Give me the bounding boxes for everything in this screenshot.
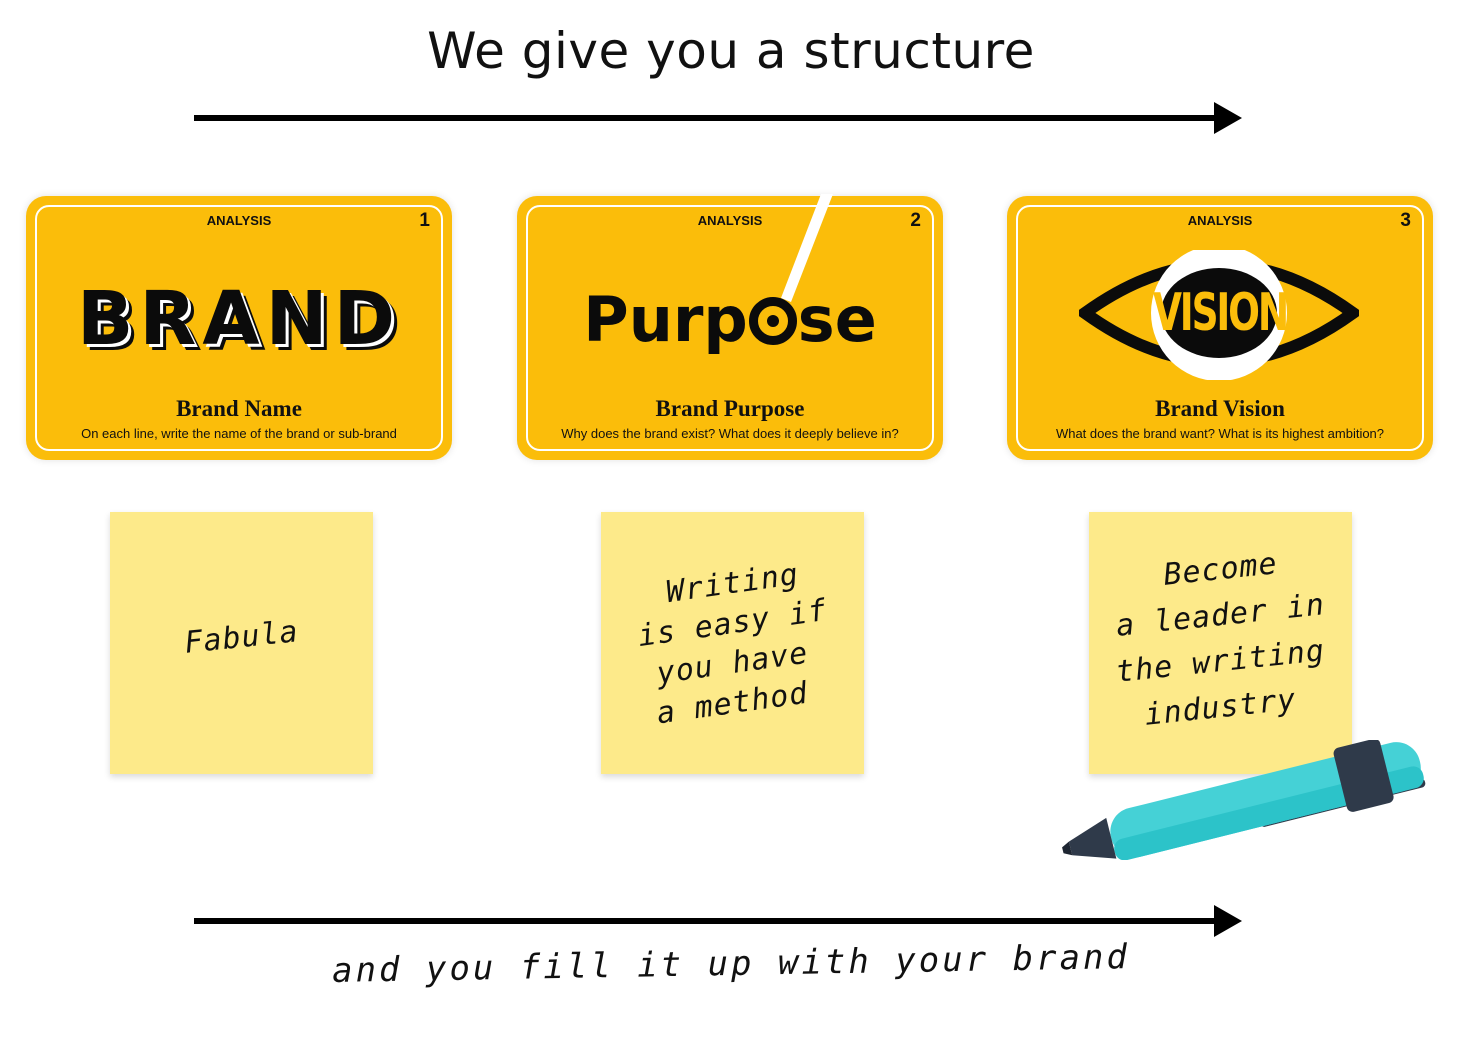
purpose-logo-start: Purp [583, 283, 748, 356]
card-number: 2 [910, 210, 921, 231]
eye-icon [1079, 250, 1359, 380]
card-frame [1016, 205, 1424, 451]
card-frame [526, 205, 934, 451]
bottom-arrow-shaft [194, 918, 1218, 924]
card-title: Brand Name [176, 396, 302, 421]
card-description: What does the brand want? What is its hi… [1055, 426, 1385, 441]
arrow-right-icon [1214, 102, 1242, 134]
light-beam-icon [781, 194, 833, 302]
marker-pen-icon [1062, 740, 1426, 860]
card-frame [35, 205, 443, 451]
card-brand-name: ANALYSIS 1 BRAND BRAND BRAND Brand Name … [26, 196, 452, 460]
brand-logo-text: BRAND [76, 276, 401, 362]
card-title: Brand Purpose [655, 396, 805, 421]
headline: We give you a structure [427, 22, 1035, 80]
top-arrow-shaft [194, 115, 1218, 121]
footer-caption: and you fill it up with your brand [331, 937, 1131, 991]
card-title: Brand Vision [1155, 396, 1285, 421]
brand-logo-shadow: BRAND [82, 282, 407, 368]
vision-logo-text: VISION [1152, 283, 1289, 343]
card-brand-vision: ANALYSIS 3 VISION Brand Vision What does… [1007, 196, 1433, 460]
card-description: On each line, write the name of the bran… [81, 426, 397, 441]
target-icon [748, 297, 797, 345]
sticky-note-brand-purpose: Writing is easy if you have a method [601, 512, 864, 774]
card-category: ANALYSIS [697, 213, 763, 228]
card-number: 3 [1400, 210, 1411, 231]
card-description: Why does the brand exist? What does it d… [561, 426, 899, 441]
card-category: ANALYSIS [206, 213, 272, 228]
card-category: ANALYSIS [1187, 213, 1253, 228]
purpose-logo-end: se [797, 283, 877, 356]
brand-logo: BRAND BRAND BRAND [74, 274, 404, 368]
brand-logo-outline: BRAND [79, 279, 404, 365]
card-number: 1 [419, 210, 430, 231]
sticky-note-brand-vision: Become a leader in the writing industry [1089, 512, 1352, 774]
arrow-right-icon [1214, 905, 1242, 937]
sticky-note-brand-name: Fabula [110, 512, 373, 774]
note-line: Fabula [182, 614, 301, 661]
